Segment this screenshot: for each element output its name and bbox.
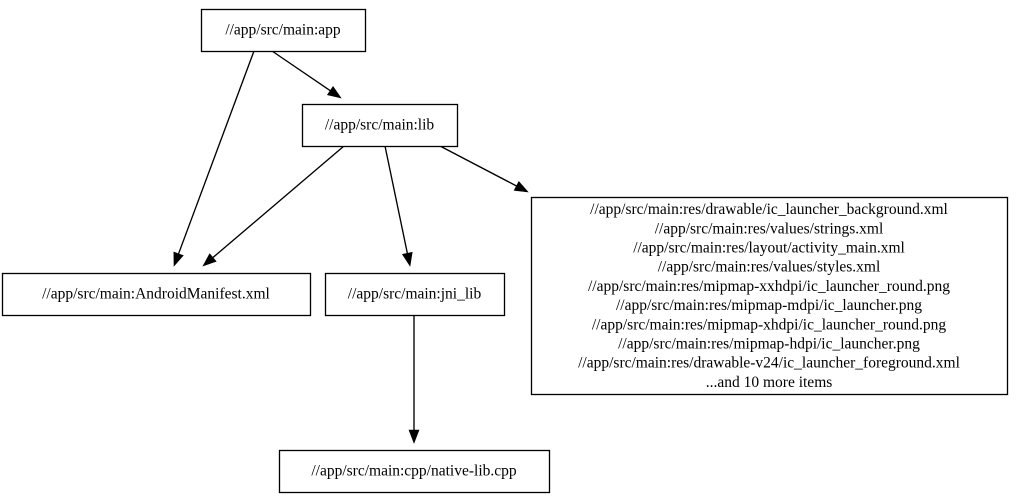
graph-edge-app-to-lib	[271, 50, 342, 99]
graph-node-jni_lib[interactable]: //app/src/main:jni_lib	[324, 272, 506, 317]
graph-node-label-multiline: //app/src/main:res/drawable/ic_launcher_…	[578, 201, 960, 391]
graph-node-label: //app/src/main:cpp/native-lib.cpp	[311, 463, 517, 480]
graph-node-native_lib[interactable]: //app/src/main:cpp/native-lib.cpp	[278, 449, 551, 494]
graph-node-resources[interactable]: //app/src/main:res/drawable/ic_launcher_…	[530, 196, 1009, 396]
graph-edge-lib-to-jni-lib	[384, 145, 413, 267]
graph-edge-lib-to-resources	[439, 145, 529, 193]
graph-node-label-line: //app/src/main:res/mipmap-xhdpi/ic_launc…	[592, 316, 947, 333]
graph-node-label-line: //app/src/main:res/mipmap-xxhdpi/ic_laun…	[588, 277, 950, 294]
graph-edge-app-to-manifest	[173, 50, 255, 267]
graph-node-label-line: //app/src/main:res/values/styles.xml	[658, 258, 881, 275]
graph-node-label-line: //app/src/main:res/drawable/ic_launcher_…	[590, 201, 948, 218]
graph-node-label-line: //app/src/main:res/layout/activity_main.…	[633, 239, 905, 256]
graph-node-lib[interactable]: //app/src/main:lib	[301, 103, 459, 148]
graph-edge-lib-to-manifest	[202, 145, 345, 267]
graph-node-label-line: ...and 10 more items	[706, 373, 833, 390]
graph-node-manifest[interactable]: //app/src/main:AndroidManifest.xml	[1, 272, 312, 317]
edges-layer	[173, 50, 529, 444]
graph-node-label: //app/src/main:jni_lib	[348, 286, 482, 303]
nodes-layer: //app/src/main:app //app/src/main:lib //ap…	[1, 8, 1009, 494]
graph-node-app[interactable]: //app/src/main:app	[200, 8, 367, 53]
graph-node-label-line: //app/src/main:res/mipmap-mdpi/ic_launch…	[616, 297, 922, 314]
graph-node-label: //app/src/main:AndroidManifest.xml	[42, 286, 270, 303]
graph-node-label: //app/src/main:lib	[325, 117, 435, 134]
graph-node-label-line: //app/src/main:res/mipmap-hdpi/ic_launch…	[618, 335, 920, 352]
graph-edge-jni-lib-to-native	[408, 315, 420, 444]
graph-node-label-line: //app/src/main:res/drawable-v24/ic_launc…	[578, 354, 960, 371]
graph-node-label-line: //app/src/main:res/values/strings.xml	[655, 220, 884, 237]
graph-node-label: //app/src/main:app	[225, 22, 341, 39]
